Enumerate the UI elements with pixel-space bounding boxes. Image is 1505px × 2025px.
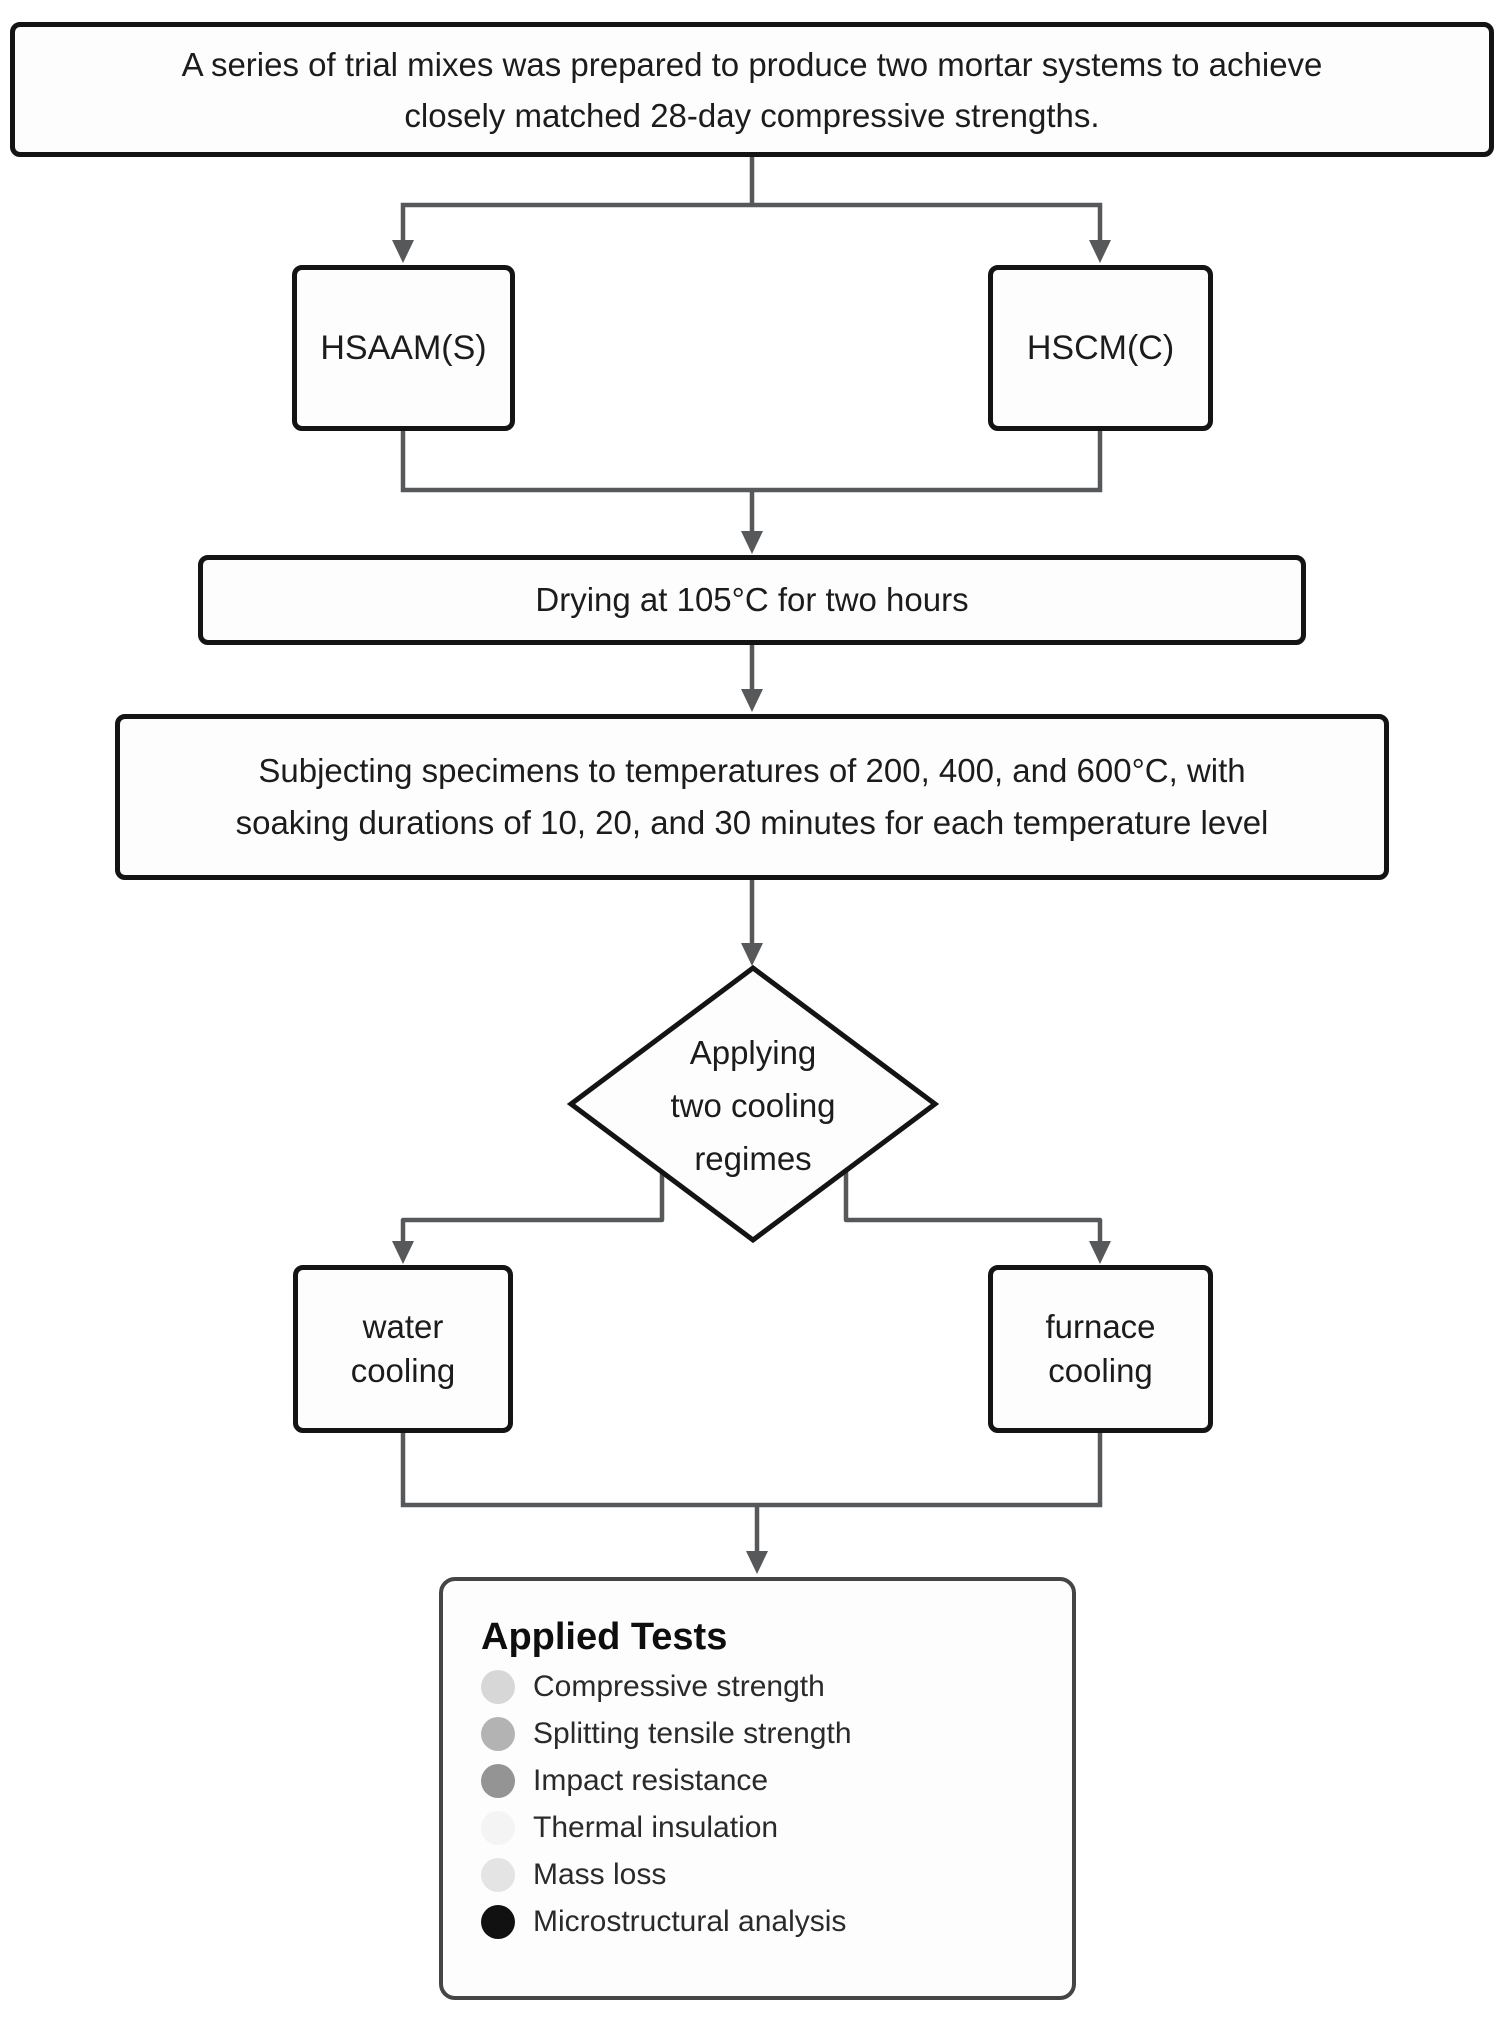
decision-text-line-2: two cooling [670,1087,836,1124]
connector-decision-to-cooling [400,1167,1103,1244]
water-cooling-label: water cooling [350,1308,456,1389]
arrowhead-to-tests [746,1551,768,1574]
test-label: Mass loss [533,1857,667,1891]
intro-text-line-2: closely matched 28-day compressive stren… [404,96,1100,134]
decision-diamond-shape [566,964,940,1244]
arrowhead-to-heating [741,689,763,712]
heating-text-line-2: soaking durations of 10, 20, and 30 minu… [235,804,1269,841]
hscm-box: HSCM(C) [988,265,1213,431]
intro-process-box: A series of trial mixes was prepared to … [10,22,1494,157]
connector-top-split [400,154,1103,243]
decision-text-line-1: Applying [689,1034,817,1071]
hscm-label: HSCM(C) [1026,328,1175,367]
applied-tests-title: Applied Tests [481,1616,728,1658]
test-label: Impact resistance [533,1763,769,1797]
drying-process-box: Drying at 105°C for two hours [198,555,1306,645]
bullet-dot-icon [481,1716,515,1751]
bullet-dot-icon [481,1857,515,1892]
applied-test-item: Mass loss [481,1851,1052,1898]
test-label: Splitting tensile strength [533,1716,852,1750]
bullet-dot-icon [481,1810,515,1845]
heating-process-box: Subjecting specimens to temperatures of … [115,714,1389,880]
applied-tests-list: Compressive strength Splitting tensile s… [481,1663,1052,1945]
arrowhead-to-hsaam [392,240,414,263]
arrowhead-to-hscm [1089,240,1111,263]
hsaam-box: HSAAM(S) [292,265,515,431]
applied-test-item: Compressive strength [481,1663,1052,1710]
arrowhead-to-decision [741,943,763,966]
test-label: Thermal insulation [533,1810,779,1844]
bullet-dot-icon [481,1763,515,1798]
water-cooling-box: water cooling [293,1265,513,1433]
bullet-dot-icon [481,1669,515,1704]
test-label: Compressive strength [533,1669,825,1703]
arrowhead-to-furnace-cooling [1089,1241,1111,1264]
intro-text-line-1: A series of trial mixes was prepared to … [181,45,1323,83]
heating-text-line-1: Subjecting specimens to temperatures of … [258,752,1246,789]
arrowhead-to-water-cooling [392,1241,414,1264]
applied-tests-box: Applied Tests Compressive strength Split… [439,1577,1076,2000]
connector-merge-to-drying [400,428,1103,534]
furnace-cooling-label: furnace cooling [1045,1308,1156,1389]
connector-cooling-to-tests [400,1430,1103,1554]
bullet-dot-icon [481,1904,515,1939]
hsaam-label: HSAAM(S) [320,328,487,367]
decision-diamond-label: Applying two cooling regimes [593,1026,913,1185]
applied-test-item: Thermal insulation [481,1804,1052,1851]
furnace-cooling-box: furnace cooling [988,1265,1213,1433]
arrowhead-to-drying [741,531,763,554]
applied-test-item: Impact resistance [481,1757,1052,1804]
applied-test-item: Splitting tensile strength [481,1710,1052,1757]
decision-text-line-3: regimes [694,1140,812,1177]
drying-label: Drying at 105°C for two hours [535,581,969,618]
applied-test-item: Microstructural analysis [481,1898,1052,1945]
test-label: Microstructural analysis [533,1904,847,1938]
